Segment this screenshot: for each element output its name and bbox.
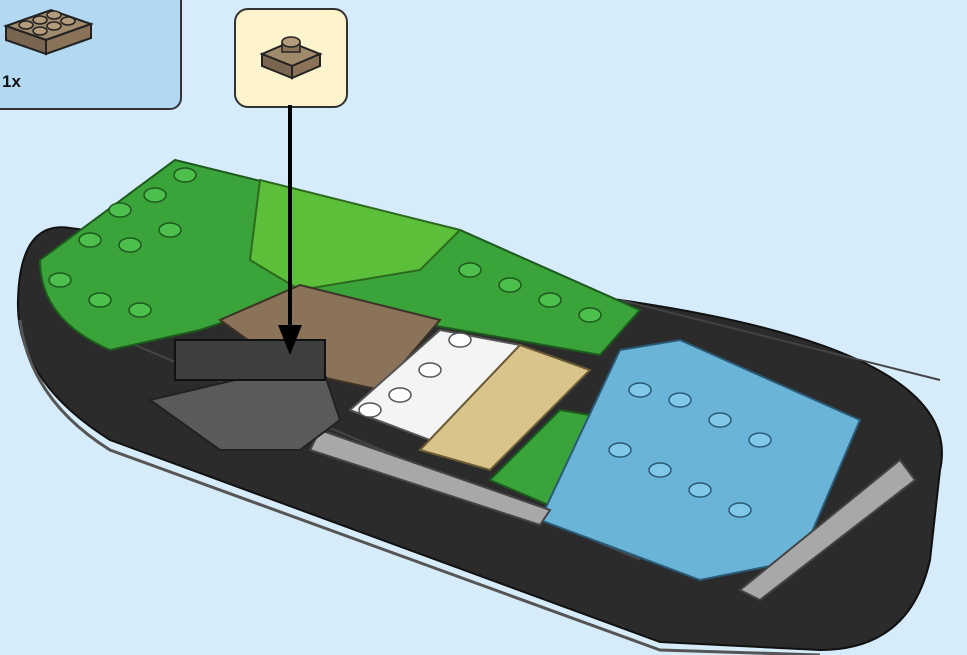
dark-gray-bracket bbox=[175, 340, 325, 380]
